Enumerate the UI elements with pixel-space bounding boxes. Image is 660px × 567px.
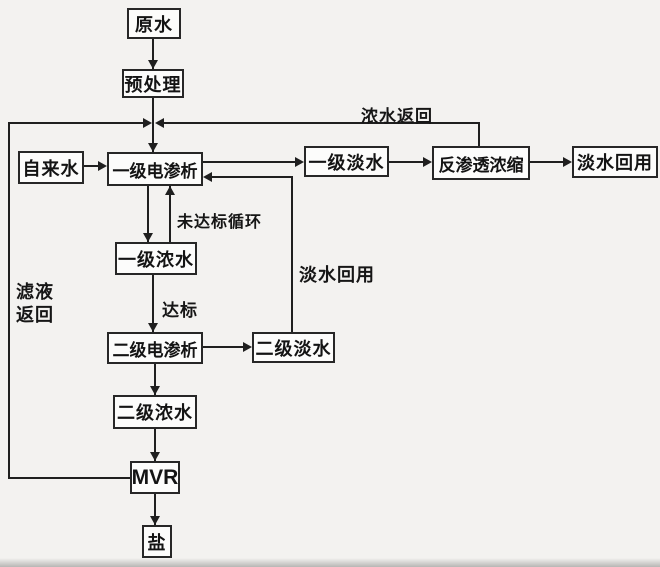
edge-concentrate-return-vertical [478,122,480,146]
node-tap-water: 自来水 [18,151,84,184]
edge-ro-freshreuse [530,161,565,163]
arrowhead-down-icon [148,323,158,332]
node-stage1-electrodialysis: 一级电渗析 [107,152,203,186]
node-pretreatment: 预处理 [122,69,184,98]
arrowhead-right-icon [295,157,304,167]
node-stage1-concentrate: 一级浓水 [115,242,197,275]
arrowhead-right-icon [563,157,572,167]
edge-filtrate-return-top [8,122,145,124]
node-stage2-electrodialysis: 二级电渗析 [107,332,203,364]
edge-fresh1-ro [389,161,425,163]
edge-pretreatment-ed1 [152,98,154,152]
edge-ed2-conc2 [154,364,156,395]
edge-fresh2-reuse-horizontal [210,176,292,178]
edge-concentrate-return-horizontal [163,122,479,124]
node-mvr: MVR [130,461,180,494]
label-substandard-recycle: 未达标循环 [177,214,263,231]
edge-mvr-filtrate-return [8,477,130,479]
edge-ed2-fresh2 [203,346,246,348]
edge-rawwater-pretreatment [152,39,154,69]
arrowhead-right-icon [243,342,252,352]
edge-ed1-conc1 [147,186,149,242]
edge-fresh2-reuse-vertical [291,176,293,332]
arrowhead-down-icon [148,60,158,69]
arrowhead-down-icon [143,233,153,242]
arrowhead-up-icon [165,186,175,195]
node-ro-concentration: 反渗透浓缩 [432,146,530,180]
arrowhead-right-icon [143,118,152,128]
label-concentrate-return: 浓水返回 [361,107,433,126]
arrowhead-left-icon [155,118,164,128]
label-fresh-water-reuse: 淡水回用 [299,265,375,285]
node-fresh-water-reuse: 淡水回用 [572,146,658,178]
node-stage2-fresh-water: 二级淡水 [252,332,335,363]
label-up-to-standard: 达标 [162,301,198,320]
edge-ed1-fresh1 [203,161,297,163]
edge-filtrate-return-vertical [8,122,10,479]
node-stage1-fresh-water: 一级淡水 [304,146,389,177]
node-salt: 盐 [142,525,172,558]
edge-tapwater-ed1 [84,165,100,167]
edge-conc1-ed2 [152,275,154,332]
node-raw-water: 原水 [127,8,181,39]
arrowhead-down-icon [150,452,160,461]
edge-conc1-ed1-recycle [169,186,171,242]
scan-artifact [0,558,660,567]
edge-conc2-mvr [154,429,156,461]
arrowhead-right-icon [98,161,107,171]
arrowhead-right-icon [423,157,432,167]
node-stage2-concentrate: 二级浓水 [113,395,197,429]
arrowhead-down-icon [150,386,160,395]
label-filtrate-return: 滤液返回 [16,282,54,326]
arrowhead-down-icon [150,516,160,525]
edge-mvr-salt [154,494,156,525]
arrowhead-left-icon [203,172,212,182]
arrowhead-down-icon [148,143,158,152]
